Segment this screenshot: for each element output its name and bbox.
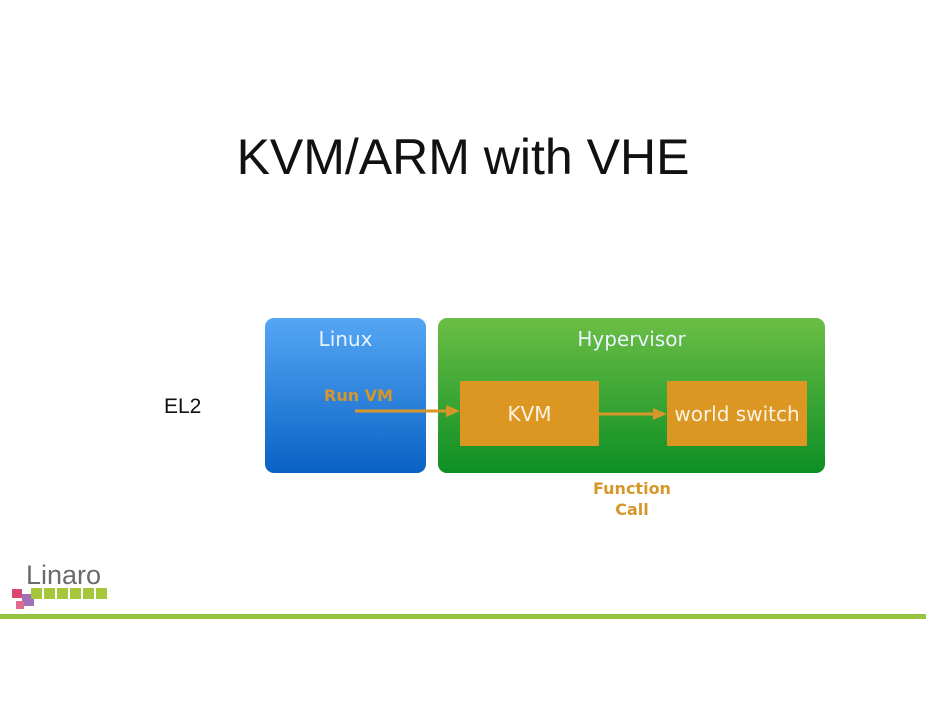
function-call-arrow	[599, 408, 667, 420]
run-vm-label: Run VM	[324, 386, 393, 405]
linux-box: Linux	[265, 318, 426, 473]
run-vm-arrow	[355, 405, 460, 417]
kvm-box: KVM	[460, 381, 599, 446]
linux-box-label: Linux	[318, 327, 373, 351]
logo-square-green	[31, 588, 42, 599]
exception-level-label: EL2	[164, 395, 202, 418]
logo-square-green	[57, 588, 68, 599]
function-call-label-line2: Call	[615, 500, 649, 519]
logo-square-green	[44, 588, 55, 599]
hypervisor-box-label: Hypervisor	[577, 327, 686, 351]
footer-divider	[0, 614, 926, 619]
logo-square-green	[83, 588, 94, 599]
function-call-label: Function Call	[580, 478, 684, 520]
logo-square-green	[70, 588, 81, 599]
logo-square-green	[96, 588, 107, 599]
logo-square-pink-small	[16, 601, 24, 609]
world-switch-box: world switch	[667, 381, 807, 446]
function-call-label-line1: Function	[593, 479, 671, 498]
slide-title: KVM/ARM with VHE	[236, 129, 690, 185]
linaro-logo-text: Linaro	[26, 560, 102, 590]
logo-square-pink	[12, 589, 22, 598]
